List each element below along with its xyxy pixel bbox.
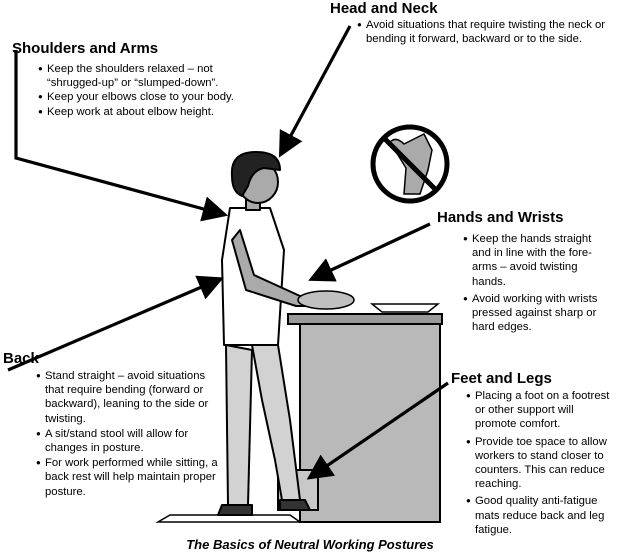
feet-legs-list: Placing a foot on a footrest or other su… <box>466 389 616 537</box>
anti-fatigue-mat <box>155 514 303 523</box>
list-item: Keep work at about elbow height. <box>38 105 268 119</box>
back-heading: Back <box>3 350 39 367</box>
head-neck-list: Avoid situations that require twisting t… <box>357 18 615 46</box>
counter <box>277 313 443 523</box>
list-item: Provide toe space to allow workers to st… <box>466 435 616 492</box>
list-item: Placing a foot on a footrest or other su… <box>466 389 616 432</box>
arrow-head-neck <box>278 25 352 158</box>
arrow-hands-wrists <box>308 222 431 282</box>
list-item: A sit/stand stool will allow for changes… <box>36 427 218 455</box>
list-item: For work performed while sitting, a back… <box>36 456 218 499</box>
shoulders-arms-list: Keep the shoulders relaxed – not “shrugg… <box>38 62 268 119</box>
feet-legs-heading: Feet and Legs <box>451 370 552 387</box>
hands-wrists-heading: Hands and Wrists <box>437 209 564 226</box>
list-item: Stand straight – avoid situations that r… <box>36 369 218 426</box>
plate-and-bowl <box>297 290 441 313</box>
hands-wrists-list: Keep the hands straight and in line with… <box>463 232 611 334</box>
no-wrist-bending-icon <box>370 124 450 204</box>
list-item: Keep the shoulders relaxed – not “shrugg… <box>38 62 268 90</box>
worker-figure <box>217 151 323 516</box>
figure-caption: The Basics of Neutral Working Postures <box>186 537 434 552</box>
list-item: Avoid working with wrists pressed agains… <box>463 292 611 335</box>
list-item: Keep the hands straight and in line with… <box>463 232 611 289</box>
list-item: Avoid situations that require twisting t… <box>357 18 615 46</box>
arrow-back <box>7 275 224 372</box>
arrow-shoulders-arms <box>14 50 229 222</box>
list-item: Keep your elbows close to your body. <box>38 90 268 104</box>
list-item: Good quality anti-fatigue mats reduce ba… <box>466 494 616 537</box>
arrow-feet-legs <box>306 381 449 480</box>
head-neck-heading: Head and Neck <box>330 0 438 17</box>
back-list: Stand straight – avoid situations that r… <box>36 369 218 499</box>
shoulders-arms-heading: Shoulders and Arms <box>12 40 159 57</box>
